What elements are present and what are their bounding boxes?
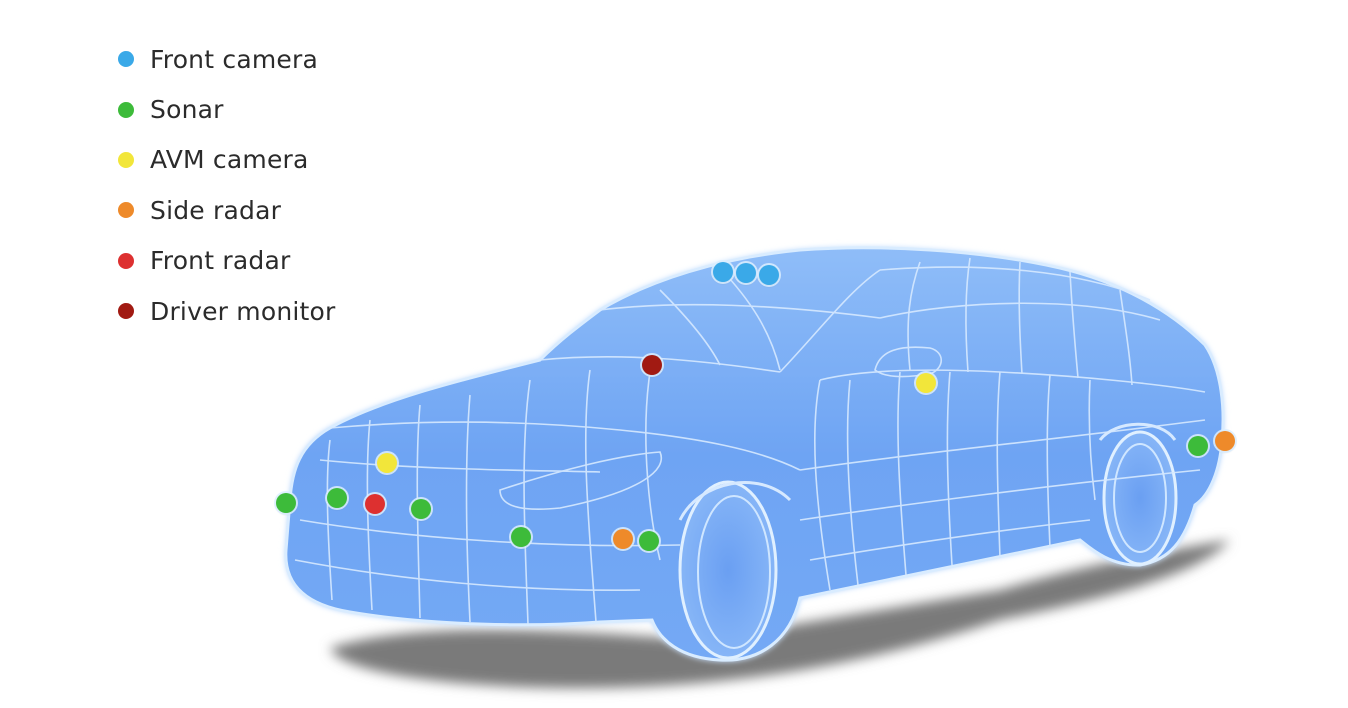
legend-item-avm-camera: AVM camera	[118, 135, 336, 185]
legend-item-side-radar: Side radar	[118, 185, 336, 235]
front-radar-sensor	[365, 494, 385, 514]
sonar-sensor	[276, 493, 296, 513]
legend-label: AVM camera	[150, 145, 309, 175]
rear-wheel	[1102, 430, 1178, 566]
sonar-dot-icon	[118, 101, 134, 118]
side-radar-sensor	[1215, 431, 1235, 451]
driver-monitor-dot-icon	[118, 303, 134, 320]
car-body	[284, 246, 1225, 662]
car-shadow	[330, 540, 1230, 689]
front-camera-sensor	[736, 263, 756, 283]
sonar-sensor	[1188, 436, 1208, 456]
sensor-legend: Front camera Sonar AVM camera Side radar…	[118, 34, 336, 336]
side-radar-dot-icon	[118, 202, 134, 219]
front-camera-sensor	[713, 262, 733, 282]
legend-label: Side radar	[150, 195, 282, 225]
sonar-sensor	[327, 488, 347, 508]
legend-item-front-radar: Front radar	[118, 236, 336, 286]
legend-label: Driver monitor	[150, 296, 336, 326]
front-camera-dot-icon	[118, 51, 134, 68]
legend-label: Front radar	[150, 246, 291, 276]
driver-monitor-sensor	[642, 355, 662, 375]
sonar-sensor	[511, 527, 531, 547]
legend-item-sonar: Sonar	[118, 84, 336, 134]
side-radar-sensor	[613, 529, 633, 549]
avm-camera-dot-icon	[118, 151, 134, 168]
legend-item-front-camera: Front camera	[118, 34, 336, 84]
avm-camera-sensor	[377, 453, 397, 473]
wireframe-lines	[294, 257, 1206, 625]
front-wheel	[678, 480, 778, 660]
avm-camera-sensor	[916, 373, 936, 393]
legend-label: Sonar	[150, 95, 224, 125]
legend-label: Front camera	[150, 44, 318, 74]
sonar-sensor	[639, 531, 659, 551]
sonar-sensor	[411, 499, 431, 519]
legend-item-driver-monitor: Driver monitor	[118, 286, 336, 336]
front-radar-dot-icon	[118, 252, 134, 269]
front-camera-sensor	[759, 265, 779, 285]
